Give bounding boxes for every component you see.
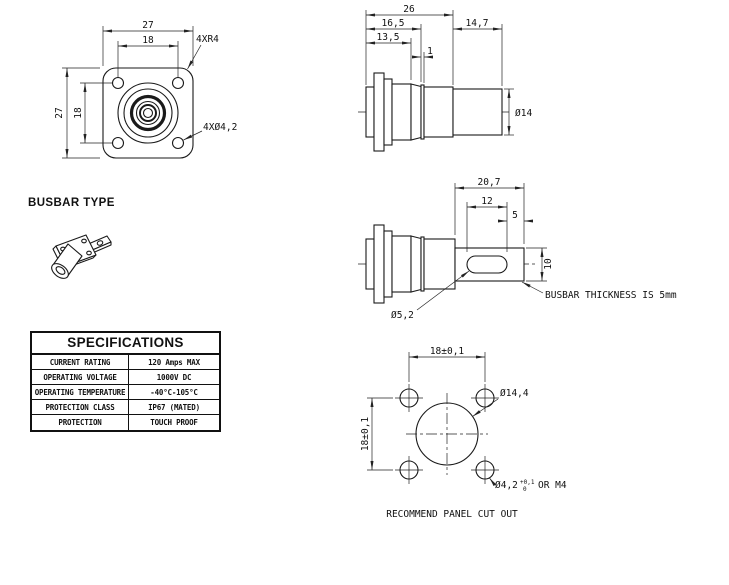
connector-circle [135, 100, 161, 126]
dim-slot-offset: 5 [512, 210, 518, 221]
front-cap [365, 238, 375, 290]
spec-row: PROTECTION CLASS IP67 (MATED) [32, 400, 219, 415]
spec-value: 1000V DC [156, 372, 192, 382]
busbar-thickness-note: BUSBAR THICKNESS IS 5mm [545, 290, 677, 301]
spec-label: OPERATING TEMPERATURE [32, 385, 129, 399]
spec-value: 120 Amps MAX [148, 357, 200, 367]
tolerance-lower: 0 [523, 486, 527, 493]
body [391, 235, 412, 293]
slot-dia-label: Ø5,2 [391, 310, 414, 321]
dim-hole-spacing-h: 18±0,1 [430, 346, 465, 357]
iso-plate-hole [81, 238, 87, 244]
body [391, 83, 412, 141]
dim-outer-height: 27 [54, 107, 65, 118]
shaft [452, 88, 503, 136]
dim-inner-height: 18 [73, 107, 84, 119]
iso-cylinder-socket [55, 266, 66, 275]
hole-callout-label: 4XØ4,2 [203, 122, 237, 133]
iso-plate-hole [86, 250, 92, 256]
dim-total-length: 26 [403, 4, 415, 15]
dim-tab-width: 10 [543, 258, 554, 270]
spec-row: OPERATING VOLTAGE 1000V DC [32, 370, 219, 385]
collar [423, 86, 454, 138]
mount-hole [111, 136, 125, 150]
dim-inner-width: 18 [142, 35, 154, 46]
leader-line [187, 44, 202, 70]
tolerance-upper: +0,1 [520, 479, 535, 486]
spec-label: OPERATING VOLTAGE [32, 370, 129, 384]
iso-tab-hole [96, 240, 104, 246]
thread-alt-label: OR M4 [538, 480, 567, 491]
dim-shaft-dia: Ø14 [515, 108, 532, 119]
connector-body-circle [117, 82, 179, 144]
connector-circle [123, 88, 173, 138]
busbar-slot [466, 255, 508, 274]
mount-hole [171, 136, 185, 150]
taper [410, 235, 422, 293]
flange-disc [373, 72, 385, 152]
contact-ring-inner [139, 104, 157, 122]
flange-outline [102, 67, 194, 159]
spec-row: CURRENT RATING 120 Amps MAX [32, 355, 219, 370]
dim-body: 13,5 [377, 32, 400, 43]
contact-ring [129, 94, 167, 132]
leader-line [183, 130, 203, 141]
spec-row: PROTECTION TOUCH PROOF [32, 415, 219, 430]
body-disc [383, 78, 393, 146]
dim-step: 1 [427, 46, 433, 57]
spec-label: PROTECTION [32, 415, 129, 430]
busbar-type-heading: BUSBAR TYPE [28, 197, 115, 209]
mount-hole-dia-label: Ø4,2 [495, 480, 518, 491]
spec-value: IP67 (MATED) [148, 402, 200, 412]
front-view: 27 18 27 18 4XR4 4XØ4,2 [54, 20, 237, 159]
collar [423, 238, 456, 290]
body-disc [383, 230, 393, 298]
busbar-tab [454, 247, 525, 282]
spec-row: OPERATING TEMPERATURE -40°C-105°C [32, 385, 219, 400]
specifications-table: SPECIFICATIONS CURRENT RATING 120 Amps M… [30, 331, 221, 432]
flange-disc [373, 224, 385, 304]
leader-line [521, 281, 544, 294]
spec-label: CURRENT RATING [32, 355, 129, 369]
spec-value: -40°C-105°C [150, 387, 198, 397]
leader-line [416, 270, 470, 311]
spec-value: TOUCH PROOF [150, 418, 198, 427]
dim-hole-spacing-v: 18±0,1 [360, 417, 371, 452]
specifications-title: SPECIFICATIONS [32, 333, 219, 355]
dim-outer-width: 27 [142, 20, 153, 31]
mount-hole [111, 76, 125, 90]
pin-circle [142, 107, 154, 119]
dim-shaft-length: 14,7 [466, 18, 489, 29]
taper [410, 83, 422, 141]
leader-line [489, 477, 497, 487]
panel-cutout-view: 18±0,1 18±0,1 Ø14,4 Ø4,2 +0,1 0 OR M4 RE… [360, 346, 567, 520]
front-cap [365, 86, 375, 138]
side-view: 26 16,5 13,5 1 14,7 Ø14 [358, 4, 532, 152]
panel-cutout-caption: RECOMMEND PANEL CUT OUT [386, 509, 518, 520]
busbar-side-view: 20,7 12 5 10 Ø5,2 BUSBAR THICKNESS IS 5m… [358, 177, 677, 321]
spec-label: PROTECTION CLASS [32, 400, 129, 414]
dim-tab-length: 20,7 [478, 177, 501, 188]
mount-hole [171, 76, 185, 90]
corner-radius-label: 4XR4 [196, 34, 219, 45]
leader-line [472, 398, 499, 417]
dim-slot-length: 12 [481, 196, 492, 207]
center-dia-label: Ø14,4 [500, 388, 529, 399]
dim-collar: 16,5 [382, 18, 405, 29]
busbar-isometric [51, 234, 112, 279]
